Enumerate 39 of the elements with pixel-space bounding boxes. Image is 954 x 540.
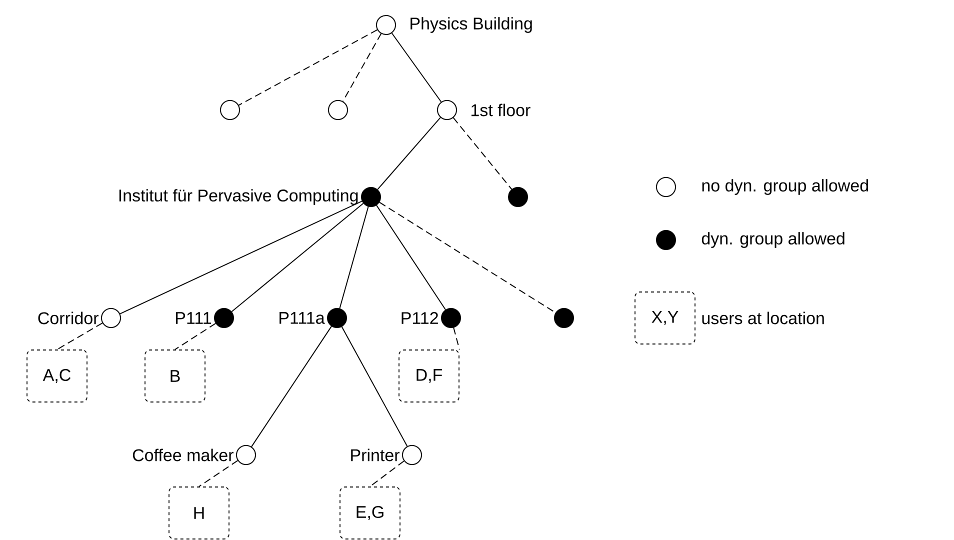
location-label: Corridor xyxy=(38,312,98,324)
location-circle xyxy=(220,100,240,120)
tree-edge xyxy=(378,202,556,314)
location-label: P112 xyxy=(402,312,438,324)
tree-edge xyxy=(376,204,446,310)
tree-edge xyxy=(341,326,408,447)
location-label: Institut für Pervasive Computing xyxy=(119,189,358,205)
leader-line xyxy=(174,322,216,350)
leader-line xyxy=(453,327,460,350)
legend-text: dyn. group allowed xyxy=(702,232,844,248)
location-label: Coffee maker xyxy=(132,448,234,462)
users-box: A,C xyxy=(26,350,88,402)
location-label: P111 xyxy=(176,312,211,324)
tree-edge xyxy=(231,202,364,312)
users-box: H xyxy=(168,486,230,540)
location-circle xyxy=(554,308,574,328)
tree-edge xyxy=(120,200,362,314)
legend-text: users at location xyxy=(702,312,824,324)
location-label: Printer xyxy=(351,448,400,462)
tree-edge xyxy=(251,326,332,448)
location-label: P111a xyxy=(280,312,325,324)
tree-edge xyxy=(238,29,378,106)
tree-edge xyxy=(339,206,369,309)
tree-edge xyxy=(377,117,441,190)
leader-line xyxy=(198,460,238,488)
leader-line xyxy=(56,322,103,350)
tree-edge xyxy=(342,33,382,102)
tree-edge xyxy=(391,32,442,102)
tree-edge xyxy=(452,117,512,190)
location-circle xyxy=(508,187,528,207)
legend-text: no dyn. group allowed xyxy=(702,179,868,195)
users-box: E,G xyxy=(340,486,400,540)
location-circle xyxy=(328,100,348,120)
location-label: 1st floor xyxy=(472,104,530,116)
location-label: Physics Building xyxy=(410,17,532,33)
leader-line xyxy=(370,460,404,488)
users-box: B xyxy=(144,350,206,402)
legend-box: X,Y xyxy=(634,292,696,344)
users-box: D,F xyxy=(398,350,460,402)
